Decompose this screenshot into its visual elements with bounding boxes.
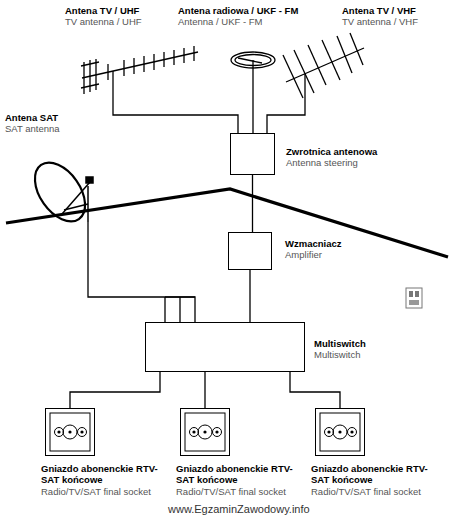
node-caption: Gniazdo abonenckie RTV-SAT końcoweRadio/… <box>176 463 296 497</box>
roof-line <box>6 189 448 257</box>
polish-label: Gniazdo abonenckie RTV-SAT końcowe <box>311 463 431 486</box>
node-caption: Gniazdo abonenckie RTV-SAT końcoweRadio/… <box>41 463 161 497</box>
polish-label: Gniazdo abonenckie RTV-SAT końcowe <box>176 463 296 486</box>
socket-face <box>181 409 229 455</box>
node-caption: Antena SATSAT antenna <box>5 112 60 135</box>
english-label: Radio/TV/SAT final socket <box>176 486 296 497</box>
polish-label: Antena TV / UHF <box>65 5 142 16</box>
wall-socket: Gniazdo abonenckie RTV-SAT końcoweRadio/… <box>180 408 230 456</box>
uhf-antenna: Antena TV / UHFTV antenna / UHF <box>78 40 200 97</box>
wall-socket: Gniazdo abonenckie RTV-SAT końcoweRadio/… <box>45 408 95 456</box>
cable-line <box>204 372 205 408</box>
cable-line <box>252 80 253 133</box>
polish-label: Wzmacniacz <box>285 238 342 249</box>
vhf-antenna: Antena TV / VHFTV antenna / VHF <box>283 35 365 100</box>
cable-line <box>70 372 160 408</box>
english-label: Radio/TV/SAT final socket <box>41 486 161 497</box>
cable-line <box>267 100 305 133</box>
polish-label: Antena TV / VHF <box>342 5 418 16</box>
polish-label: Zwrotnica antenowa <box>286 146 377 157</box>
socket-face <box>316 409 364 455</box>
polish-label: Antena SAT <box>5 112 60 123</box>
fm-antenna-drawing <box>231 52 275 80</box>
vhf-antenna-drawing <box>283 33 364 100</box>
english-label: TV antenna / UHF <box>65 16 142 27</box>
antenna-combiner: Zwrotnica antenowaAntenna steering <box>230 133 275 175</box>
wall-socket: Gniazdo abonenckie RTV-SAT końcoweRadio/… <box>315 408 365 456</box>
site-logo <box>406 288 422 308</box>
polish-label: Multiswitch <box>314 338 366 349</box>
node-caption: Gniazdo abonenckie RTV-SAT końcoweRadio/… <box>311 463 431 497</box>
watermark: www.EgzaminZawodowy.info <box>168 503 310 515</box>
node-caption: Antena TV / VHFTV antenna / VHF <box>342 5 418 28</box>
cable-line <box>290 372 340 408</box>
polish-label: Antena radiowa / UKF - FM <box>178 5 298 16</box>
english-label: SAT antenna <box>5 123 60 134</box>
polish-label: Gniazdo abonenckie RTV-SAT końcowe <box>41 463 161 486</box>
multiswitch-box: MultiswitchMultiswitch <box>145 322 305 372</box>
english-label: Radio/TV/SAT final socket <box>311 486 431 497</box>
cable-line <box>252 175 253 232</box>
cable-line <box>113 97 238 133</box>
fm-antenna: Antena radiowa / UKF - FMAntenna / UKF -… <box>228 48 278 80</box>
english-label: Multiswitch <box>314 349 366 360</box>
node-caption: MultiswitchMultiswitch <box>314 338 366 361</box>
english-label: TV antenna / VHF <box>342 16 418 27</box>
node-caption: Zwrotnica antenowaAntenna steering <box>286 146 377 169</box>
english-label: Amplifier <box>285 249 342 260</box>
uhf-antenna-drawing <box>81 46 198 97</box>
node-caption: Antena radiowa / UKF - FMAntenna / UKF -… <box>178 5 298 28</box>
cable-line <box>88 222 195 322</box>
node-caption: Antena TV / UHFTV antenna / UHF <box>65 5 142 28</box>
socket-face <box>46 409 94 455</box>
amplifier-box: WzmacniaczAmplifier <box>228 232 272 270</box>
sat-antenna: Antena SATSAT antenna <box>35 160 100 222</box>
node-caption: WzmacniaczAmplifier <box>285 238 342 261</box>
sat-input-stubs <box>165 297 195 322</box>
english-label: Antenna / UKF - FM <box>178 16 298 27</box>
english-label: Antenna steering <box>286 157 377 168</box>
cable-line <box>249 270 250 322</box>
